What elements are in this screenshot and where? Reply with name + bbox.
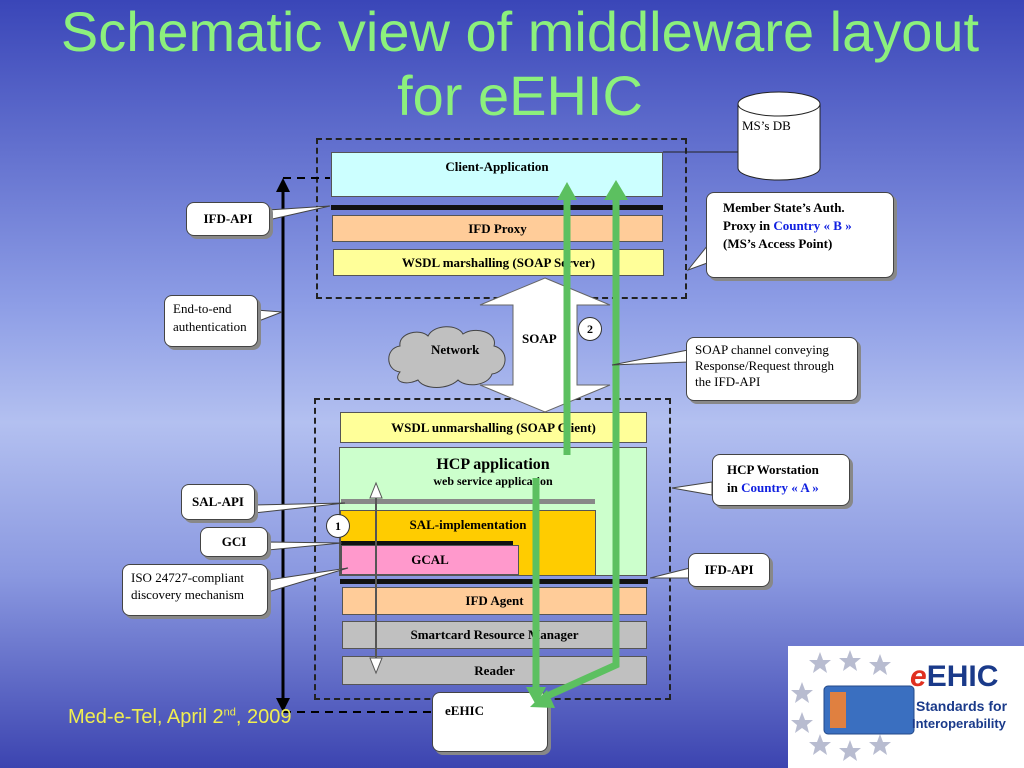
network-label: Network	[431, 342, 480, 357]
green-path-arrow-2	[543, 200, 620, 701]
eehic-card: eEHIC	[432, 692, 548, 752]
soap-channel-arrow	[479, 277, 611, 413]
database-icon	[737, 91, 821, 181]
country-a: Country « A »	[741, 480, 819, 495]
ifd-api-bar-bottom	[340, 579, 648, 584]
member-state-line3: (MS’s Access Point)	[723, 236, 833, 251]
gci-bar	[341, 541, 513, 546]
step-1-badge: 1	[326, 514, 350, 538]
wsdl-unmarshalling-block: WSDL unmarshalling (SOAP Client)	[340, 412, 647, 443]
eehic-logo: eEHIC Standards for Interoperability	[788, 646, 1024, 768]
eu-stars-icon	[791, 650, 915, 761]
member-state-line2: Proxy in Country « B »	[723, 218, 852, 233]
hcp-workstation-line2: in Country « A »	[727, 480, 819, 495]
wsdl-marshalling-block: WSDL marshalling (SOAP Server)	[333, 249, 664, 276]
sal-api-callout: SAL-API	[181, 484, 255, 520]
gci-callout: GCI	[200, 527, 268, 557]
sal-api-bar	[341, 499, 595, 504]
logo-line1: Standards for	[916, 698, 1008, 714]
green-arrowhead-1b	[526, 687, 546, 705]
end-to-end-arrow	[276, 177, 432, 713]
hcp-workstation-line1: HCP Worstation	[727, 462, 819, 477]
footer-text: Med-e-Tel, April 2nd, 2009	[68, 706, 292, 728]
end-to-end-callout: End-to-end authentication	[164, 295, 258, 347]
ifd-api-top-callout: IFD-API	[186, 202, 270, 236]
green-arrowhead-2a	[604, 180, 628, 200]
network-cloud-icon	[388, 326, 506, 388]
green-path-arrow-1	[532, 197, 571, 690]
hcp-application-subtitle: web service application	[433, 474, 553, 488]
member-state-line1: Member State’s Auth.	[723, 200, 845, 215]
member-state-callout: Member State’s Auth. Proxy in Country « …	[706, 192, 894, 278]
soap-channel-callout: SOAP channel conveying Response/Request …	[686, 337, 858, 401]
hcp-application-title: HCP application	[436, 456, 550, 473]
logo-e: e	[910, 660, 927, 693]
ifd-api-bottom-callout: IFD-API	[688, 553, 770, 587]
ifd-agent-block: IFD Agent	[342, 587, 647, 615]
db-label: MS’s DB	[742, 118, 791, 133]
green-arrowhead-1a	[557, 182, 577, 200]
gcal-block: GCAL	[341, 545, 519, 575]
logo-ehic: EHIC	[926, 660, 999, 693]
country-b: Country « B »	[773, 218, 852, 233]
hcp-workstation-callout: HCP Worstation in Country « A »	[712, 454, 850, 506]
client-application-block: Client-Application	[331, 152, 663, 197]
iso-callout: ISO 24727-compliant discovery mechanism	[122, 564, 268, 616]
logo-line2: Interoperability	[912, 716, 1006, 731]
step-2-badge: 2	[578, 317, 602, 341]
soap-label: SOAP	[522, 331, 557, 346]
ifd-proxy-block: IFD Proxy	[332, 215, 663, 242]
ifd-api-bar-top	[331, 205, 663, 210]
discovery-arrow	[369, 481, 383, 675]
page-title: Schematic view of middleware layout for …	[60, 0, 980, 127]
green-arrowhead-2b	[530, 690, 555, 708]
